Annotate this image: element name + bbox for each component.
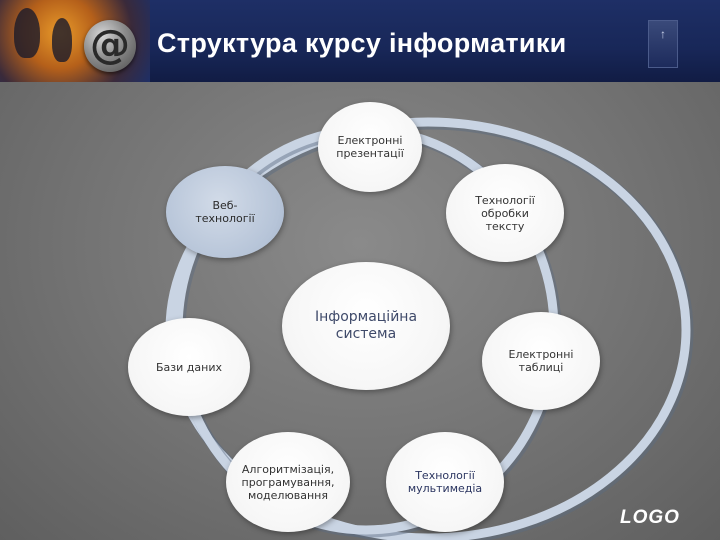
- at-sign-glyph: @: [90, 22, 130, 68]
- node-label: Технології мультимедіа: [407, 469, 483, 495]
- node-information-system: Інформаційна система: [282, 262, 450, 390]
- arrow-up-icon: ↑: [660, 27, 666, 41]
- node-label: Інформаційна система: [314, 309, 418, 342]
- at-sign-logo-icon: @: [84, 20, 136, 72]
- node-web-technologies: Веб- технології: [166, 166, 284, 258]
- node-label: Веб- технології: [195, 199, 255, 225]
- node-label: Алгоритмізація, програмування, моделюван…: [241, 462, 335, 502]
- node-databases: Бази даних: [128, 318, 250, 416]
- header-decoration: ↑: [648, 20, 678, 68]
- node-algorithmization: Алгоритмізація, програмування, моделюван…: [226, 432, 350, 532]
- node-text-processing: Технології обробки тексту: [446, 164, 564, 262]
- node-multimedia: Технології мультимедіа: [386, 432, 504, 532]
- node-spreadsheets: Електронні таблиці: [482, 312, 600, 410]
- node-label: Бази даних: [156, 360, 222, 374]
- node-electronic-presentations: Електронні презентації: [318, 102, 422, 192]
- header-figure: [14, 8, 40, 58]
- logo-text: LOGO: [620, 507, 680, 528]
- node-label: Електронні презентації: [336, 134, 404, 160]
- header-figure: [52, 18, 72, 62]
- slide-title: Структура курсу інформатики: [157, 28, 567, 58]
- node-label: Технології обробки тексту: [475, 193, 535, 233]
- node-label: Електронні таблиці: [508, 348, 574, 374]
- header-bar: @ Структура курсу інформатики ↑: [0, 0, 720, 82]
